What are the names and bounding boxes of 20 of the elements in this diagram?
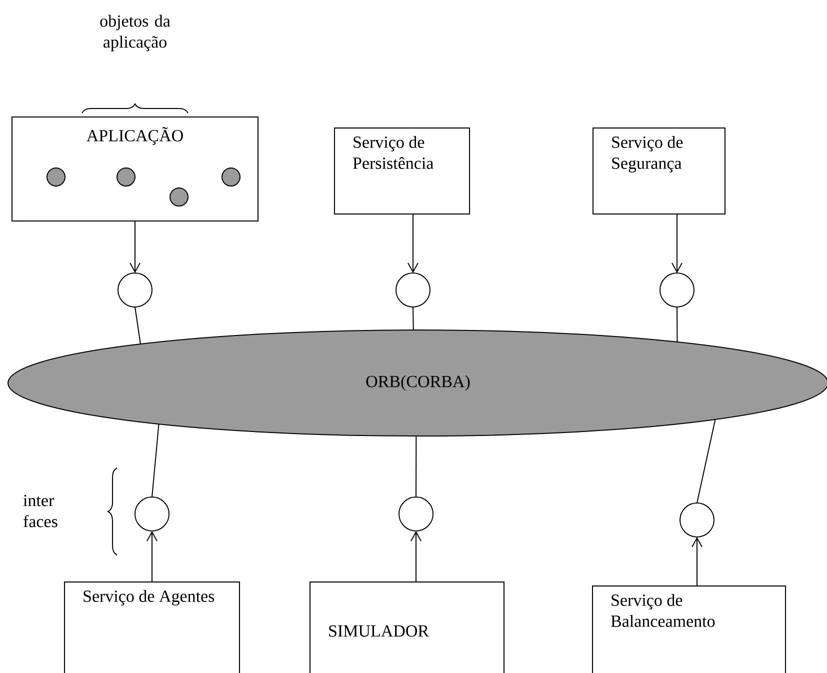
interface-circle [118,272,152,308]
service-box: Serviço de Balanceamento [592,586,786,673]
service-box: Serviço de Segurança [592,128,726,214]
arrow [146,531,158,582]
interface-circle [660,272,694,308]
arrow [408,214,418,273]
annotation-text: inter faces [23,494,58,528]
service-box: Serviço de Agentes [64,582,240,673]
arrow [410,531,422,582]
interface-circle [398,496,434,532]
interface-circle [680,502,714,538]
interface-circle [134,496,170,532]
arrow [130,220,140,273]
service-box: Serviço de Persistência [334,128,470,214]
arrow [672,214,682,273]
arrow [692,537,702,586]
service-box: APLICAÇÃO [12,116,258,222]
interface-circle [396,272,430,308]
service-box: SIMULADOR [310,582,504,673]
annotation-text: objetos da aplicação [100,14,170,52]
